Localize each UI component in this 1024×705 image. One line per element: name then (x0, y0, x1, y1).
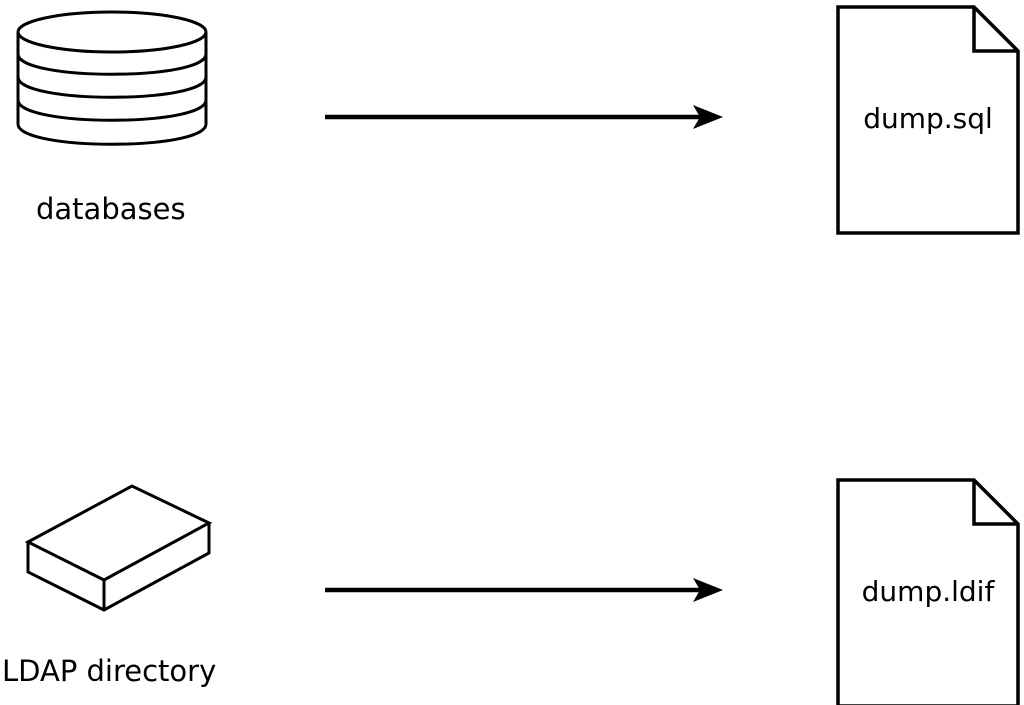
file-icon-dump-sql: dump.sql (835, 4, 1021, 236)
label-ldap-directory: LDAP directory (2, 654, 217, 688)
file-name-label: dump.ldif (861, 575, 995, 608)
document-icon (836, 478, 1020, 705)
file-name-label: dump.sql (863, 102, 993, 135)
document-icon (836, 5, 1020, 235)
arrow-right-icon (325, 578, 723, 602)
label-databases: databases (36, 192, 186, 226)
box-icon (24, 484, 213, 612)
database-cylinder-icon (16, 10, 208, 146)
arrow-right-icon (325, 105, 723, 129)
file-icon-dump-ldif: dump.ldif (835, 477, 1021, 705)
